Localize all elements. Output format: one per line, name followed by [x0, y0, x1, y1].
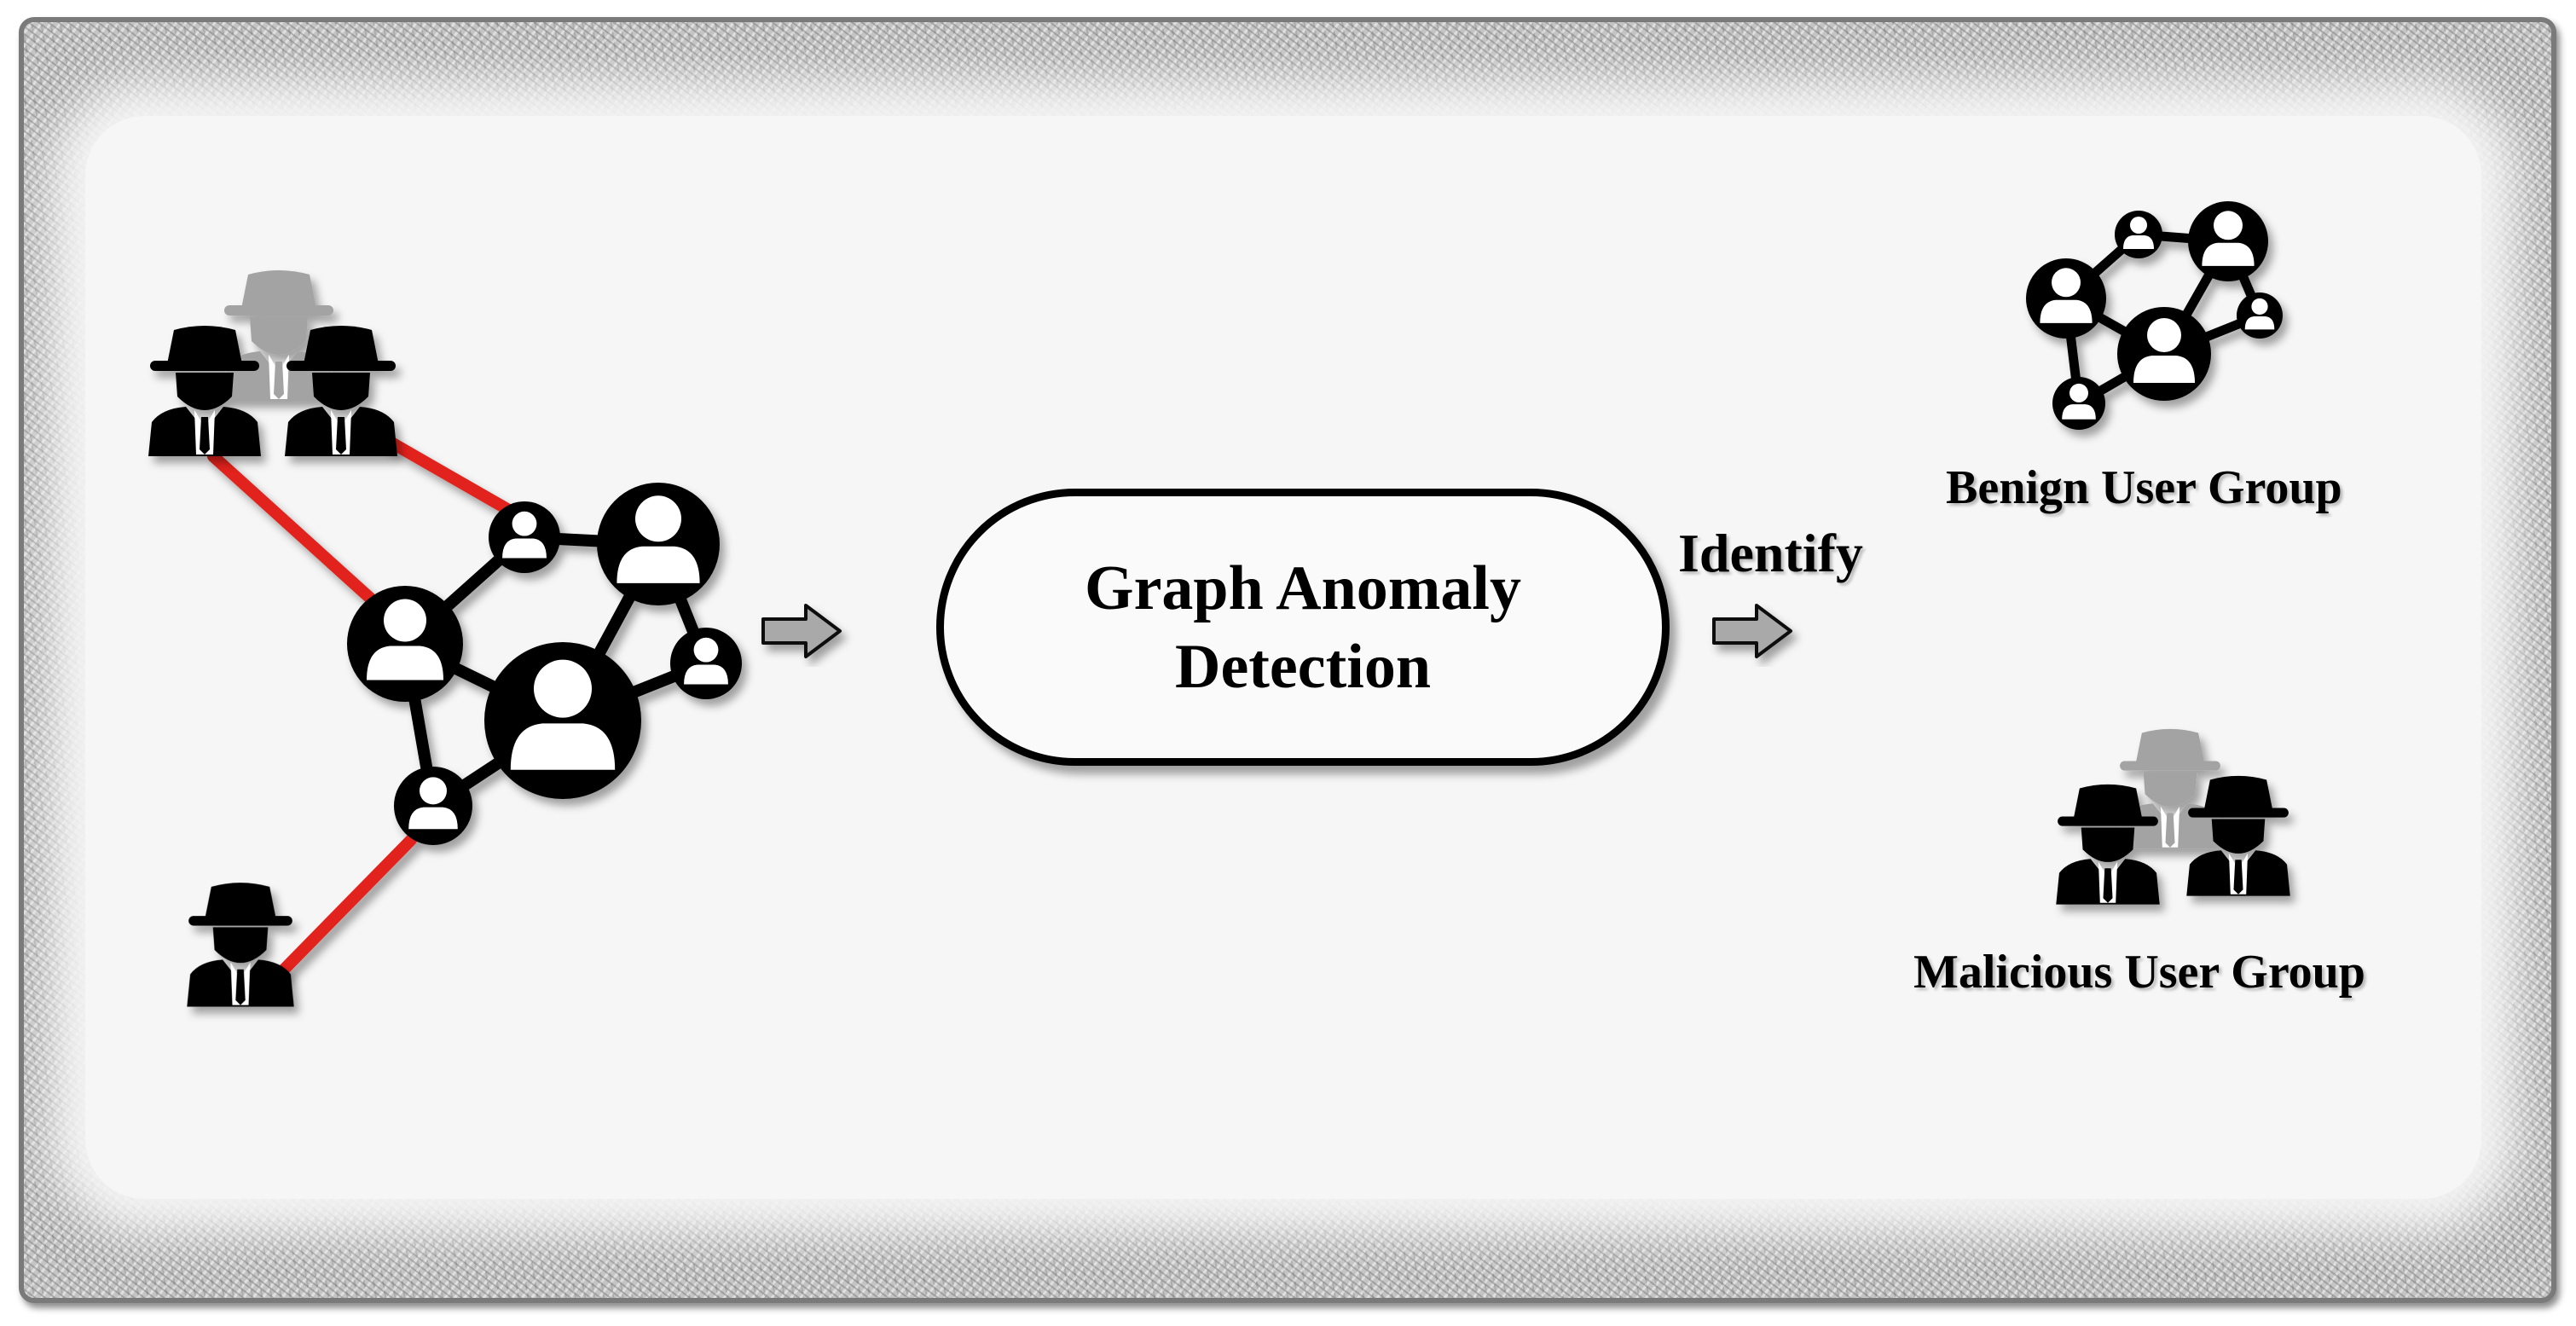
benign-group-label: Benign User Group [1946, 461, 2342, 514]
user-node-icon [2026, 258, 2106, 339]
process-title-line-1: Graph Anomaly [1085, 553, 1521, 623]
user-node-icon [489, 501, 560, 573]
user-node-icon [394, 767, 472, 845]
identify-label: Identify [1678, 523, 1863, 583]
user-node-icon [2115, 211, 2162, 258]
spy-icon [187, 883, 294, 1007]
user-node-icon [2237, 292, 2283, 339]
suspicious-edge [207, 450, 379, 607]
user-node-icon [484, 642, 641, 799]
malicious-group-label: Malicious User Group [1913, 946, 2365, 999]
user-node-icon [597, 483, 720, 605]
user-node-icon [347, 586, 463, 702]
user-node-icon [2188, 201, 2268, 281]
malicious-user-group [2056, 728, 2290, 905]
process-title-line-2: Detection [1175, 631, 1431, 702]
suspicious-edges [207, 433, 518, 978]
suspicious-edge [379, 433, 518, 518]
user-node-icon [670, 628, 742, 699]
suspicious-edge [275, 834, 417, 978]
input-graph [207, 433, 742, 978]
benign-user-graph [2026, 201, 2283, 430]
user-node-icon [2117, 307, 2211, 401]
right-arrow-icon [1712, 604, 1792, 658]
right-arrow-icon [761, 604, 842, 658]
graph-anomaly-detection-box: Graph Anomaly Detection [936, 489, 1670, 766]
user-node-icon [2052, 377, 2105, 430]
